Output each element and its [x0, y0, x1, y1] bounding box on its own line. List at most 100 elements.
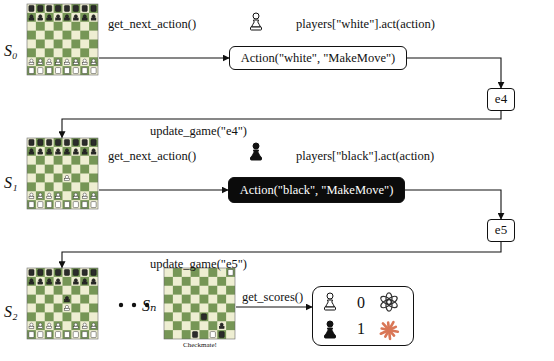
- chess-piece: [47, 202, 52, 208]
- chess-piece: [192, 332, 197, 338]
- pawn-piece: [83, 15, 86, 18]
- chess-piece: [55, 269, 60, 275]
- box-text: Action("black", "MakeMove"): [240, 183, 394, 197]
- pawn-piece: [92, 59, 95, 62]
- board-squares: [27, 4, 98, 75]
- pawn-piece: [73, 282, 78, 284]
- pawn-piece: [74, 193, 77, 196]
- pawn-piece: [91, 152, 96, 154]
- chess-piece: [55, 139, 60, 145]
- shape: [325, 335, 336, 338]
- pawn-piece: [65, 175, 68, 178]
- chess-piece: [29, 202, 34, 208]
- pawn-piece: [30, 15, 33, 18]
- pawn-piece: [30, 279, 33, 282]
- chess-piece: [47, 269, 52, 275]
- pawn-piece: [30, 193, 33, 196]
- pawn-piece: [38, 152, 43, 154]
- chess-piece: [64, 332, 69, 338]
- pawn-piece: [65, 18, 70, 20]
- shape: [251, 157, 262, 160]
- board-squares: [27, 268, 98, 339]
- chess-piece: [91, 332, 96, 338]
- chess-piece: [38, 269, 43, 275]
- pawn-piece: [92, 323, 95, 326]
- pawn-piece: [74, 15, 77, 18]
- pawn-piece: [73, 152, 78, 154]
- pawn-piece: [56, 196, 61, 198]
- pawn-piece: [30, 149, 33, 152]
- edge-connector: [405, 190, 501, 219]
- chess-piece: [64, 202, 69, 208]
- pawn-piece: [39, 323, 42, 326]
- pawn-piece: [65, 62, 70, 64]
- pawn-piece: [91, 282, 96, 284]
- text-label: update_game("e4"): [150, 124, 247, 138]
- pawn-piece: [29, 152, 34, 154]
- chess-piece: [29, 269, 34, 275]
- pawn-piece: [65, 59, 68, 62]
- pawn-piece: [30, 323, 33, 326]
- claude-logo: [381, 322, 398, 339]
- pawn-icons: [251, 13, 262, 160]
- pawn-piece: [82, 152, 87, 154]
- pawn-piece: [82, 282, 87, 284]
- pawn-piece: [82, 62, 87, 64]
- chess-piece: [38, 332, 43, 338]
- pawn-piece: [65, 300, 70, 302]
- score-value: 1: [357, 320, 365, 338]
- chess-piece: [91, 5, 96, 11]
- shape: [389, 327, 396, 330]
- chess-piece: [219, 332, 224, 338]
- pawn-piece: [65, 296, 68, 299]
- shape: [325, 307, 336, 310]
- text-label: get_next_action(): [108, 149, 196, 163]
- chess-piece: [73, 332, 78, 338]
- pawn-piece: [220, 323, 223, 326]
- pawn-piece: [73, 326, 78, 328]
- board-squares: [27, 138, 98, 209]
- chess-piece: [73, 269, 78, 275]
- chess-piece: [73, 139, 78, 145]
- pawn-piece: [56, 323, 59, 326]
- chess-piece: [47, 139, 52, 145]
- pawn-piece: [29, 196, 34, 198]
- pawn-piece: [73, 196, 78, 198]
- pawn-piece: [48, 59, 51, 62]
- pawn-piece: [39, 279, 42, 282]
- chess-piece: [38, 5, 43, 11]
- chess-piece: [91, 269, 96, 275]
- pawn-piece: [48, 323, 51, 326]
- pawn-piece: [91, 196, 96, 198]
- pawn-piece: [82, 326, 87, 328]
- flow-arrow: [99, 57, 229, 58]
- pawn-piece: [47, 18, 52, 20]
- pawn-piece: [56, 15, 59, 18]
- chess-piece: [47, 5, 52, 11]
- pawn-piece: [91, 62, 96, 64]
- move-box: e5: [487, 219, 515, 242]
- pawn-piece: [219, 326, 224, 328]
- pawn-piece: [48, 149, 51, 152]
- shape: [253, 143, 259, 149]
- shape: [251, 27, 262, 30]
- chess-board: [27, 268, 98, 339]
- chess-piece: [55, 202, 60, 208]
- chess-piece: [82, 332, 87, 338]
- shape: [326, 300, 335, 307]
- shape: [327, 293, 333, 299]
- chess-piece: [64, 139, 69, 145]
- board-squares: [164, 268, 235, 339]
- chess-piece: [64, 5, 69, 11]
- chess-piece: [29, 139, 34, 145]
- chess-piece: [73, 5, 78, 11]
- pawn-piece: [82, 18, 87, 20]
- shape: [326, 328, 335, 335]
- pawn-piece: [56, 279, 59, 282]
- text-label: get_scores(): [242, 290, 303, 304]
- chess-piece: [38, 139, 43, 145]
- pawn-piece: [38, 326, 43, 328]
- pawn-piece: [39, 193, 42, 196]
- pawn-piece: [38, 62, 43, 64]
- shape: [380, 295, 393, 306]
